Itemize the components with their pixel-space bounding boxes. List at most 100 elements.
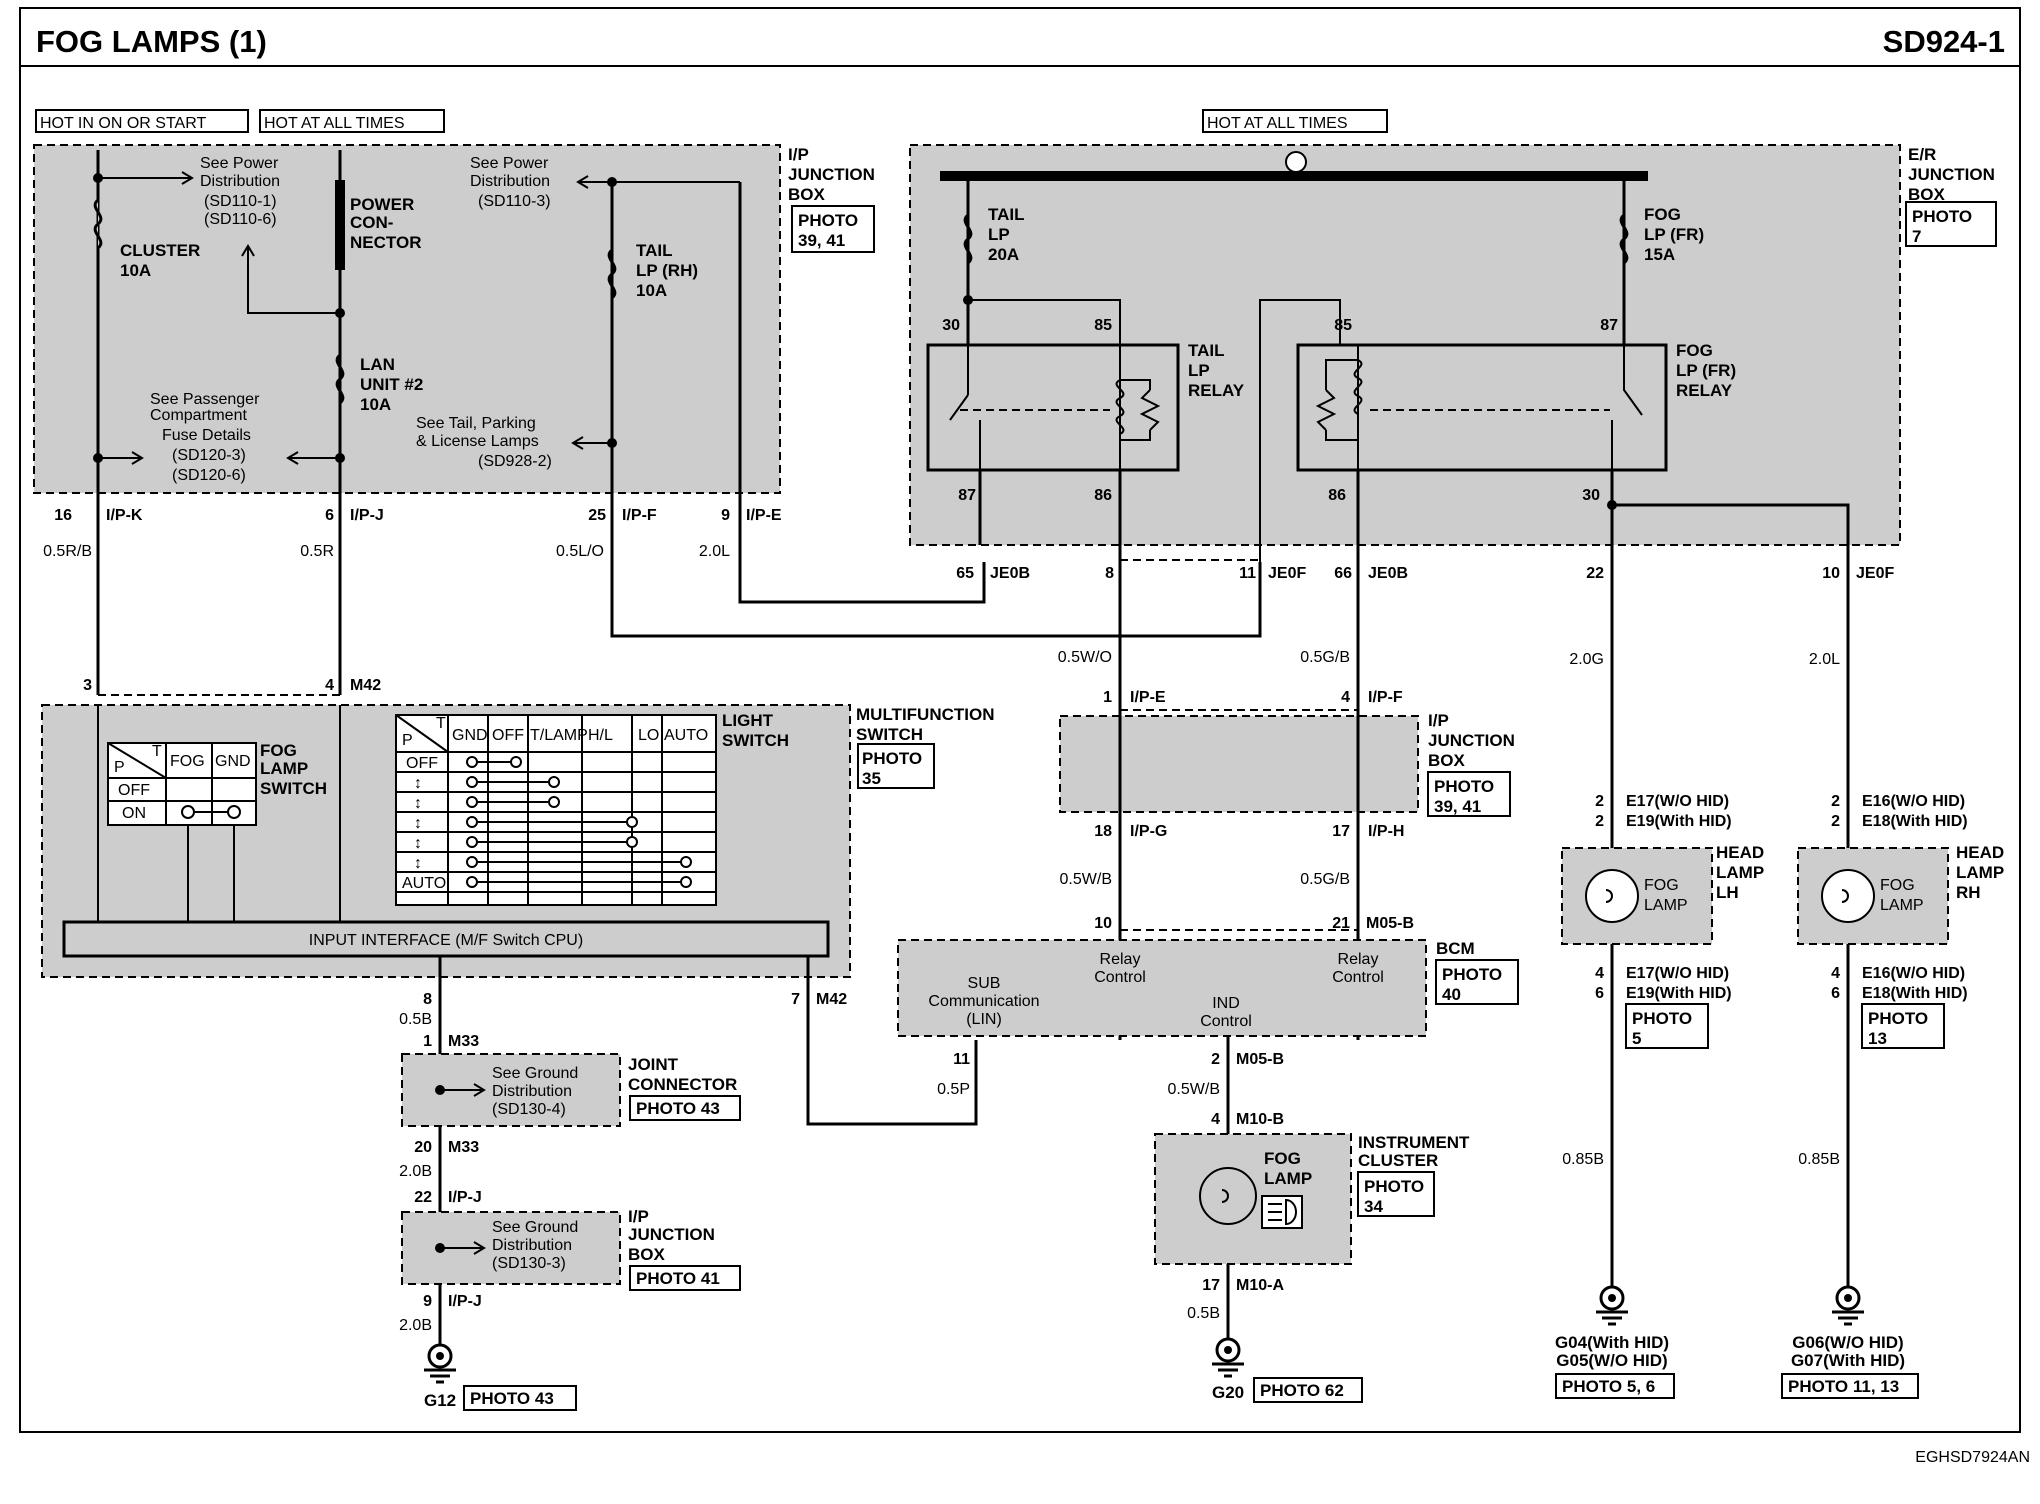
svg-text:PHOTO: PHOTO — [1912, 207, 1972, 226]
svg-text:↕: ↕ — [414, 775, 422, 792]
head-lamp-lh: 2 2 E17(W/O HID) E19(With HID) FOG LAMP … — [1561, 793, 1764, 1049]
svg-text:E16(W/O HID): E16(W/O HID) — [1862, 965, 1965, 982]
svg-text:11: 11 — [1239, 565, 1256, 582]
svg-text:See Tail, Parking: See Tail, Parking — [416, 415, 536, 432]
svg-text:BOX: BOX — [1428, 751, 1466, 770]
svg-text:PHOTO: PHOTO — [862, 749, 922, 768]
ip-junction-box-bottom: 22 I/P-J See Ground Distribution (SD130-… — [399, 1189, 741, 1334]
svg-text:HEAD: HEAD — [1956, 843, 2004, 862]
ip-junction-box-middle: 0.5W/O 0.5G/B 1 I/P-E 4 I/P-F I/P JUNCTI… — [1058, 545, 1515, 1040]
svg-text:PHOTO 62: PHOTO 62 — [1260, 1381, 1344, 1400]
svg-text:LP: LP — [988, 225, 1010, 244]
svg-text:I/P-G: I/P-G — [1130, 823, 1167, 840]
svg-text:UNIT #2: UNIT #2 — [360, 375, 423, 394]
svg-text:See Ground: See Ground — [492, 1065, 578, 1082]
svg-text:JE0B: JE0B — [990, 565, 1030, 582]
svg-text:OFF: OFF — [118, 782, 150, 799]
svg-text:IND: IND — [1212, 995, 1240, 1012]
svg-text:0.5B: 0.5B — [399, 1011, 432, 1028]
svg-text:BOX: BOX — [788, 185, 826, 204]
svg-text:6: 6 — [1831, 985, 1840, 1002]
svg-text:LAMP: LAMP — [1956, 863, 2004, 882]
svg-text:ON: ON — [122, 805, 146, 822]
hot-at-all-times-ip-tag — [259, 109, 445, 133]
svg-text:35: 35 — [862, 769, 881, 788]
svg-text:PHOTO: PHOTO — [1868, 1009, 1928, 1028]
svg-text:P: P — [114, 759, 125, 776]
svg-text:10A: 10A — [360, 395, 391, 414]
svg-text:30: 30 — [942, 317, 960, 334]
svg-text:JUNCTION: JUNCTION — [1428, 731, 1515, 750]
svg-text:& License Lamps: & License Lamps — [416, 433, 539, 450]
svg-text:PHOTO 43: PHOTO 43 — [636, 1099, 720, 1118]
wire-0-5p — [806, 956, 978, 1126]
svg-text:2: 2 — [1831, 813, 1840, 830]
svg-text:0.5W/B: 0.5W/B — [1060, 871, 1112, 888]
svg-text:LP (RH): LP (RH) — [636, 261, 698, 280]
svg-text:HEAD: HEAD — [1716, 843, 1764, 862]
svg-text:PHOTO: PHOTO — [798, 211, 858, 230]
svg-text:Control: Control — [1200, 1013, 1252, 1030]
svg-text:18: 18 — [1094, 823, 1112, 840]
svg-text:I/P: I/P — [628, 1207, 649, 1226]
svg-text:(SD120-6): (SD120-6) — [172, 467, 246, 484]
svg-text:86: 86 — [1094, 487, 1112, 504]
svg-text:P: P — [402, 732, 413, 749]
svg-text:I/P-F: I/P-F — [622, 507, 657, 524]
svg-text:JOINT: JOINT — [628, 1055, 679, 1074]
cluster-fuse-label: CLUSTER — [120, 241, 200, 260]
svg-text:G05(W/O HID): G05(W/O HID) — [1556, 1351, 1667, 1370]
svg-text:0.5W/O: 0.5W/O — [1058, 649, 1112, 666]
svg-text:See Ground: See Ground — [492, 1219, 578, 1236]
svg-text:FOG: FOG — [1644, 877, 1679, 894]
svg-text:2.0B: 2.0B — [399, 1163, 432, 1180]
svg-text:I/P-E: I/P-E — [1130, 689, 1166, 706]
svg-text:LAMP: LAMP — [1716, 863, 1764, 882]
svg-text:BOX: BOX — [628, 1245, 666, 1264]
svg-text:E17(W/O HID): E17(W/O HID) — [1626, 965, 1729, 982]
svg-text:G06(W/O HID): G06(W/O HID) — [1792, 1333, 1903, 1352]
svg-text:2.0B: 2.0B — [399, 1317, 432, 1334]
svg-text:INSTRUMENT: INSTRUMENT — [1358, 1133, 1470, 1152]
svg-text:2: 2 — [1831, 793, 1840, 810]
svg-text:INPUT INTERFACE (M/F Switch CP: INPUT INTERFACE (M/F Switch CPU) — [309, 932, 583, 949]
svg-text:Distribution: Distribution — [200, 173, 280, 190]
svg-text:I/P-E: I/P-E — [746, 507, 782, 524]
svg-text:FOG: FOG — [1264, 1149, 1301, 1168]
svg-text:JUNCTION: JUNCTION — [628, 1225, 715, 1244]
svg-text:BOX: BOX — [1908, 185, 1946, 204]
svg-text:PHOTO: PHOTO — [1364, 1177, 1424, 1196]
svg-text:15A: 15A — [1644, 245, 1675, 264]
svg-text:FOG: FOG — [260, 741, 297, 760]
svg-text:2.0L: 2.0L — [699, 543, 730, 560]
svg-text:0.85B: 0.85B — [1798, 1151, 1840, 1168]
svg-text:3: 3 — [83, 677, 92, 694]
svg-text:85: 85 — [1094, 317, 1112, 334]
svg-text:0.5L/O: 0.5L/O — [556, 543, 604, 560]
svg-text:0.5G/B: 0.5G/B — [1300, 871, 1350, 888]
svg-text:1: 1 — [423, 1033, 432, 1050]
svg-text:10: 10 — [1094, 915, 1112, 932]
svg-text:JUNCTION: JUNCTION — [788, 165, 875, 184]
svg-text:86: 86 — [1328, 487, 1346, 504]
ground-g20-label: G20 — [1212, 1383, 1244, 1402]
svg-text:I/P: I/P — [788, 145, 809, 164]
svg-text:Communication: Communication — [928, 993, 1039, 1010]
svg-text:E19(With HID): E19(With HID) — [1626, 813, 1732, 830]
svg-text:I/P-H: I/P-H — [1368, 823, 1404, 840]
svg-text:Distribution: Distribution — [470, 173, 550, 190]
svg-text:OFF: OFF — [406, 755, 438, 772]
svg-text:2: 2 — [1595, 793, 1604, 810]
svg-text:PHOTO 5, 6: PHOTO 5, 6 — [1562, 1377, 1655, 1396]
svg-text:G04(With HID): G04(With HID) — [1555, 1333, 1669, 1352]
svg-text:CON-: CON- — [350, 213, 393, 232]
svg-text:4: 4 — [1595, 965, 1604, 982]
svg-text:M33: M33 — [448, 1139, 479, 1156]
svg-text:E19(With HID): E19(With HID) — [1626, 985, 1732, 1002]
svg-text:LAMP: LAMP — [1264, 1169, 1312, 1188]
svg-text:8: 8 — [423, 991, 432, 1008]
ground-g12-label: G12 — [424, 1391, 456, 1410]
svg-text:4: 4 — [1211, 1111, 1220, 1128]
svg-text:FOG: FOG — [1880, 877, 1915, 894]
svg-text:0.5B: 0.5B — [1187, 1305, 1220, 1322]
